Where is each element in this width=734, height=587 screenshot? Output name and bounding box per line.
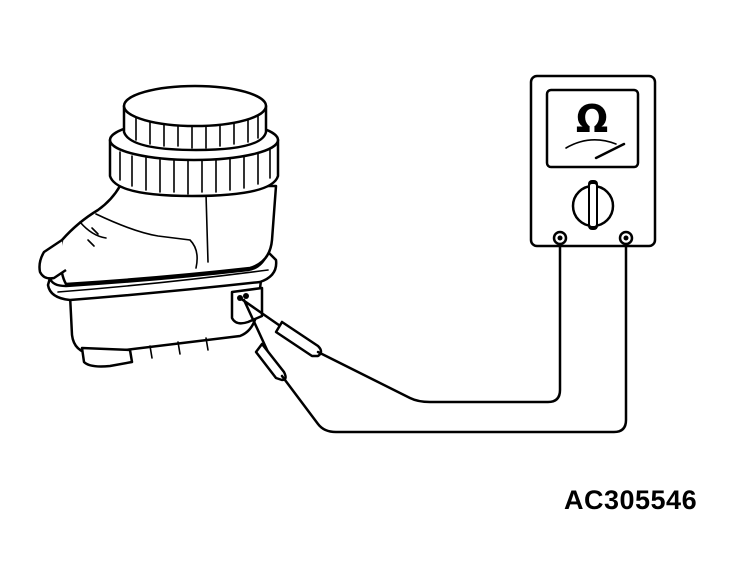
reservoir-foot <box>80 346 134 368</box>
figure-code: AC305546 <box>564 485 698 515</box>
brake-fluid-reservoir-icon <box>38 84 280 368</box>
test-lead-2 <box>280 236 628 434</box>
test-probe-lower <box>254 342 287 382</box>
reservoir-side-boss <box>38 238 67 280</box>
test-lead-1 <box>316 236 562 404</box>
ohm-symbol: Ω <box>576 97 608 141</box>
test-probe-upper <box>274 320 323 358</box>
ohmmeter-needle <box>594 142 626 160</box>
ohmmeter-icon: Ω <box>529 74 657 248</box>
reservoir-cap-top <box>122 84 268 128</box>
reservoir-upper-body <box>59 184 278 286</box>
